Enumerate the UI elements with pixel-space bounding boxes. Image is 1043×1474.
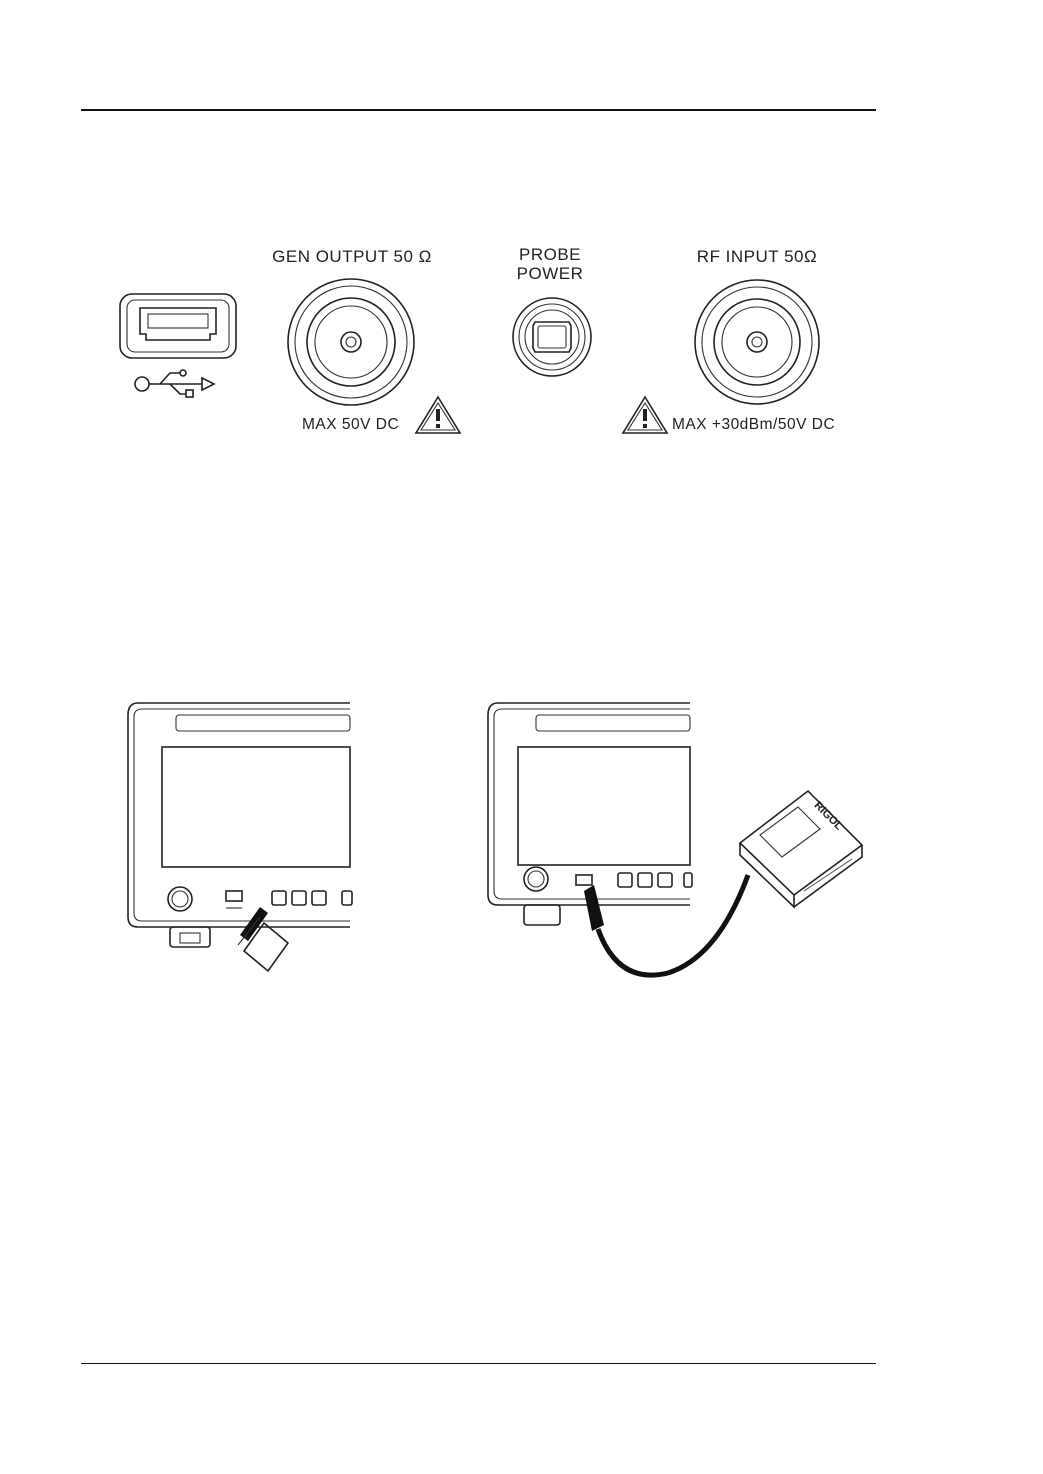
- rf-input-warning-text: MAX +30dBm/50V DC: [672, 416, 835, 434]
- probe-power-label: PROBE POWER: [517, 245, 584, 283]
- rf-input-label: RF INPUT 50Ω: [697, 247, 817, 267]
- probe-power-label-line-1: PROBE: [517, 245, 584, 264]
- header-rule: [81, 109, 876, 111]
- probe-power-socket-icon: [511, 296, 593, 378]
- usb-adapter-connection-illustration: RIGOL: [478, 695, 878, 985]
- gen-output-bnc-connector-icon: [286, 277, 416, 407]
- gen-output-warning-triangle-icon: [414, 395, 462, 435]
- usb-flash-drive-icon: [238, 907, 288, 971]
- probe-power-label-line-2: POWER: [517, 264, 584, 283]
- adapter-logo-text: RIGOL: [812, 800, 845, 833]
- gen-output-warning-text: MAX 50V DC: [302, 416, 399, 434]
- usb-flash-drive-connection-illustration: [118, 695, 358, 985]
- rf-input-bnc-connector-icon: [693, 278, 821, 406]
- usb-adapter-icon: RIGOL: [740, 791, 862, 907]
- rf-input-warning-triangle-icon: [621, 395, 669, 435]
- footer-rule: [81, 1363, 876, 1364]
- usb-symbol-icon: [132, 368, 222, 400]
- gen-output-label: GEN OUTPUT 50 Ω: [272, 247, 432, 267]
